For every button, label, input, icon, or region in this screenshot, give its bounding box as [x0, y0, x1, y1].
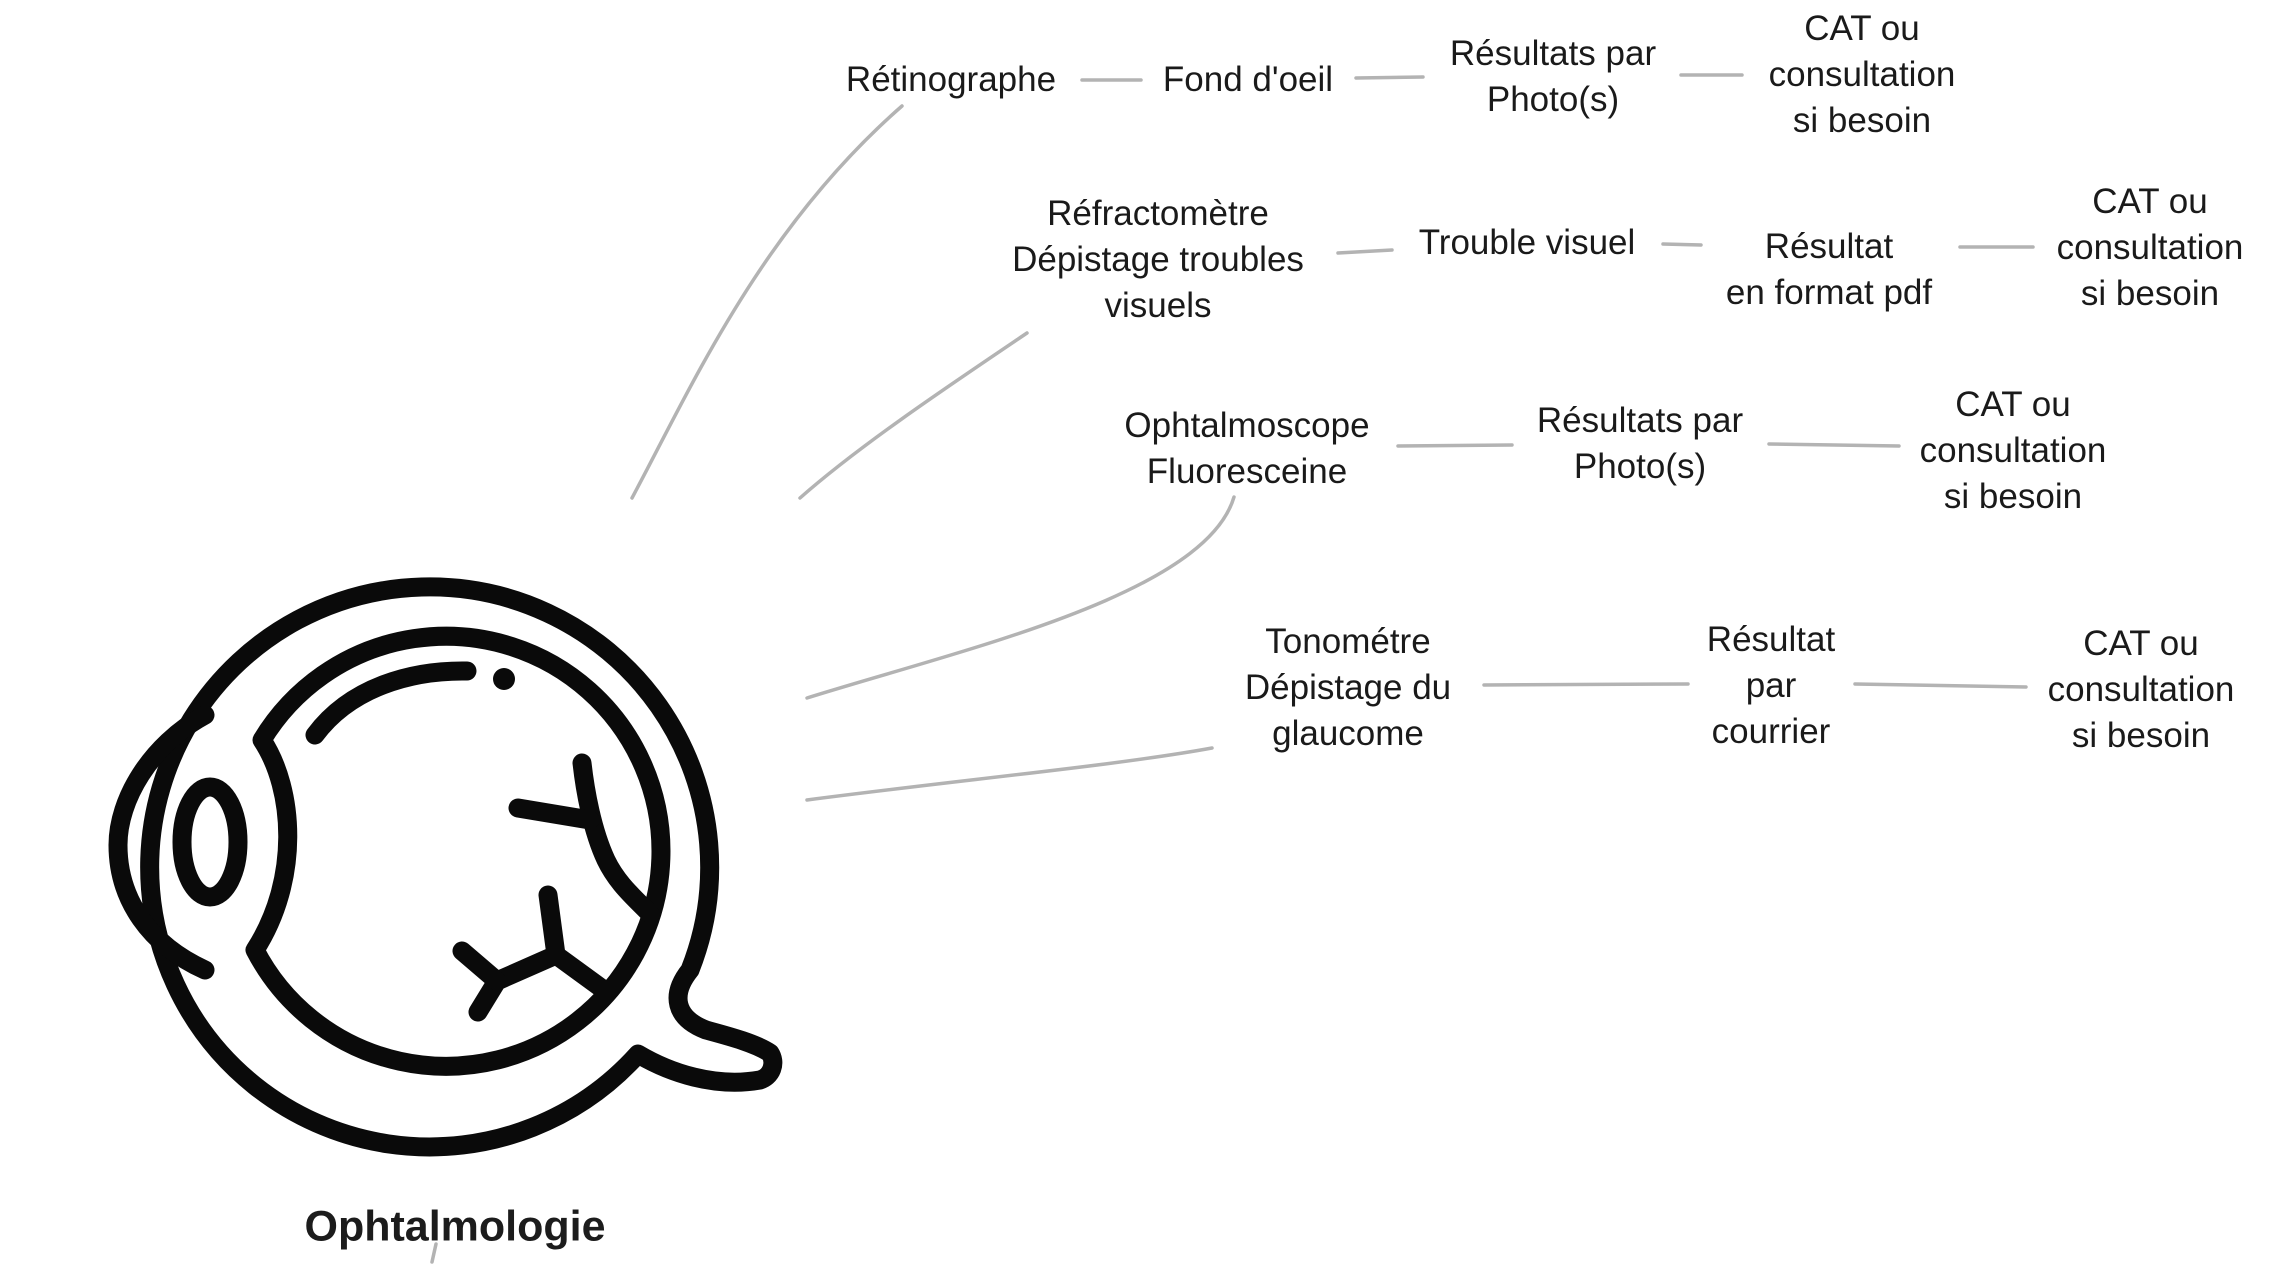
- node-text-line: si besoin: [2080, 274, 2220, 313]
- highlight-arc: [305, 661, 477, 745]
- node-retinographe-step-0: Rétinographe: [846, 57, 1056, 103]
- connector-ophtalmoscope-resultats: [1396, 443, 1514, 448]
- node-text-line: si besoin: [2071, 716, 2211, 755]
- node-text-line: si besoin: [1943, 477, 2083, 516]
- connector-root-ophtalmoscope: [805, 495, 1236, 700]
- connector-refractometre-trouble: [1336, 248, 1394, 255]
- node-text-line: Trouble visuel: [1418, 223, 1636, 262]
- vein-lower-branch-b: [546, 945, 614, 1000]
- connector-fond-resultats: [1354, 75, 1425, 80]
- connector-tonometre-resultat: [1482, 682, 1690, 687]
- node-text-line: Rétinographe: [845, 60, 1057, 99]
- connector-trouble-resultat: [1661, 242, 1703, 247]
- node-text-line: consultation: [1919, 431, 2107, 470]
- node-text-line: Tonométre: [1265, 622, 1431, 661]
- node-text-line: Photo(s): [1486, 80, 1620, 119]
- node-text-line: Dépistage troubles: [1012, 240, 1304, 279]
- lens-icon: [172, 777, 248, 907]
- node-text-line: Fluoresceine: [1146, 452, 1348, 491]
- node-tonometre-step-2: CAT ou consultation si besoin: [2048, 621, 2235, 759]
- inner-chamber: [245, 626, 671, 1076]
- node-ophtalmoscope-step-2: CAT ou consultation si besoin: [1920, 382, 2107, 520]
- node-text-line: Résultat: [1706, 620, 1836, 659]
- connector-root-stub: [430, 1242, 438, 1264]
- node-text-line: consultation: [2056, 228, 2244, 267]
- vein-upper-branch: [508, 798, 600, 830]
- node-text-line: par: [1745, 666, 1797, 705]
- eyeball-outline: [140, 577, 783, 1157]
- node-text-line: consultation: [1768, 55, 1956, 94]
- vein-upper: [572, 753, 660, 924]
- node-retinographe-step-1: Fond d'oeil: [1163, 57, 1333, 103]
- node-text-line: si besoin: [1792, 101, 1932, 140]
- node-text-line: Dépistage du: [1244, 668, 1452, 707]
- node-refractometre-step-3: CAT ou consultation si besoin: [2057, 179, 2244, 317]
- connector-resultats-cat-3: [1767, 442, 1901, 448]
- node-text-line: Photo(s): [1573, 447, 1707, 486]
- node-text-line: courrier: [1711, 712, 1831, 751]
- node-text-line: glaucome: [1272, 714, 1424, 753]
- cornea-outline: [108, 705, 215, 980]
- connector-resultat-cat-4: [1853, 682, 2028, 689]
- vein-lower: [468, 885, 566, 1022]
- connector-root-refractometre: [798, 331, 1029, 500]
- connector-root-retinographe: [630, 104, 904, 500]
- node-text-line: CAT ou: [2092, 182, 2208, 221]
- node-text-line: Résultats par: [1536, 401, 1744, 440]
- connector-root-tonometre: [805, 746, 1214, 802]
- highlight-dot: [493, 668, 515, 690]
- node-text-line: CAT ou: [2083, 624, 2199, 663]
- node-refractometre-step-1: Trouble visuel: [1419, 220, 1636, 266]
- node-text-line: CAT ou: [1955, 385, 2071, 424]
- node-tonometre-step-1: Résultat par courrier: [1707, 617, 1835, 755]
- vein-lower-branch-a: [452, 941, 507, 991]
- node-text-line: en format pdf: [1725, 273, 1933, 312]
- node-text-line: Fond d'oeil: [1162, 60, 1334, 99]
- root-label: Ophtalmologie: [304, 1202, 606, 1251]
- node-text-line: Ophtalmoscope: [1124, 406, 1370, 445]
- node-text-line: Résultats par: [1449, 34, 1657, 73]
- node-refractometre-step-2: Résultat en format pdf: [1726, 224, 1932, 316]
- node-retinographe-step-3: CAT ou consultation si besoin: [1769, 6, 1956, 144]
- node-text-line: Réfractomètre: [1047, 194, 1269, 233]
- node-text-line: visuels: [1104, 286, 1212, 325]
- node-text-line: consultation: [2047, 670, 2235, 709]
- node-text-line: Résultat: [1764, 227, 1894, 266]
- node-text-line: CAT ou: [1804, 9, 1920, 48]
